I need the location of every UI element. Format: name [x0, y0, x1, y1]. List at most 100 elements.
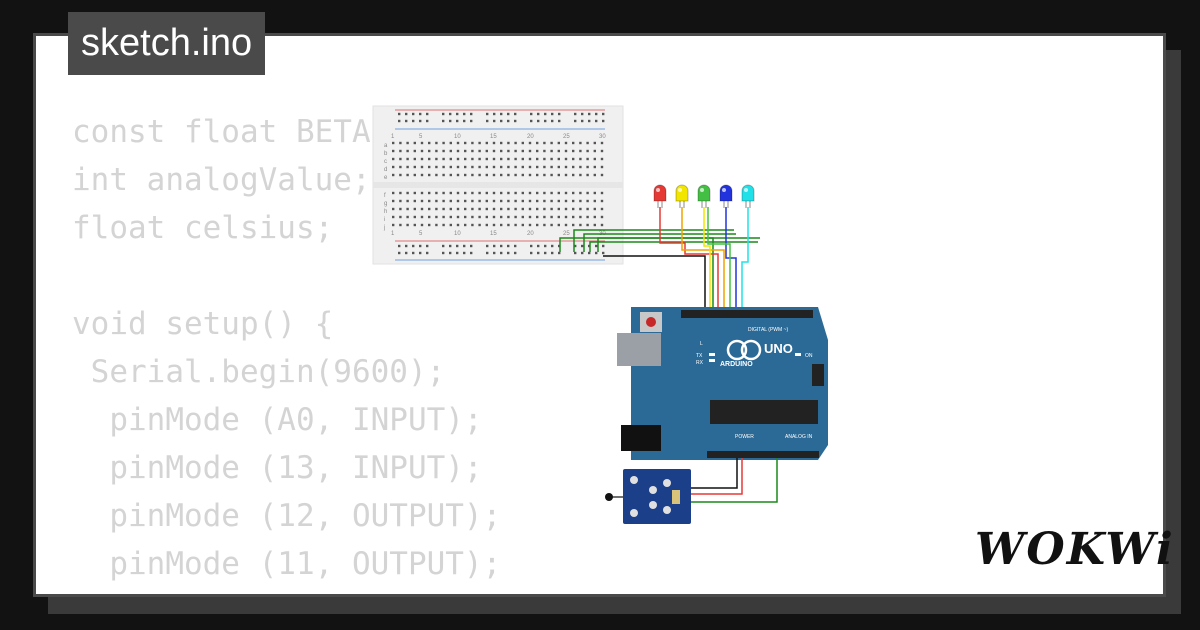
column-number: 10 — [454, 231, 461, 237]
power-rail-hole — [602, 119, 605, 123]
breadboard-hole — [420, 199, 424, 203]
row-letter: d — [384, 167, 387, 173]
breadboard-hole — [586, 165, 589, 169]
breadboard-hole — [420, 141, 424, 145]
breadboard-hole — [550, 215, 553, 219]
breadboard-hole — [579, 199, 582, 203]
breadboard-hole — [406, 215, 409, 219]
led-blue-icon[interactable] — [719, 184, 733, 208]
breadboard-hole — [536, 215, 539, 219]
breadboard-hole — [593, 157, 596, 161]
power-rail-hole — [602, 112, 605, 116]
breadboard-hole — [564, 173, 568, 177]
breadboard-hole — [420, 173, 424, 177]
ntc-sensor-module[interactable] — [605, 469, 691, 524]
breadboard-hole — [593, 141, 596, 145]
breadboard-hole — [550, 173, 553, 177]
breadboard-hole — [600, 141, 604, 145]
breadboard-hole — [449, 215, 452, 219]
breadboard-hole — [528, 157, 532, 161]
power-rail-hole — [595, 244, 598, 248]
breadboard-hole — [406, 199, 409, 203]
power-rail-hole — [581, 112, 584, 116]
row-letter: h — [384, 209, 387, 215]
breadboard-hole — [593, 191, 596, 195]
breadboard-hole — [456, 149, 460, 153]
column-number: 20 — [527, 134, 534, 140]
breadboard-hole — [442, 157, 445, 161]
led-green-icon[interactable] — [697, 184, 711, 208]
breadboard-hole — [406, 149, 409, 153]
code-line: const float BETA — [72, 114, 371, 150]
power-rail-hole — [456, 251, 459, 255]
breadboard-hole — [485, 165, 488, 169]
breadboard-hole — [536, 141, 539, 145]
power-rail-hole — [537, 251, 540, 255]
breadboard-hole — [428, 157, 431, 161]
breadboard-hole — [456, 207, 460, 211]
power-rail-hole — [530, 119, 533, 123]
breadboard-hole — [442, 149, 445, 153]
breadboard-hole — [492, 149, 496, 153]
breadboard-hole — [564, 223, 568, 227]
column-number: 15 — [490, 231, 497, 237]
power-label: POWER — [735, 434, 754, 440]
power-rail-hole — [419, 251, 422, 255]
breadboard-hole — [435, 141, 438, 145]
code-line: float celsius; — [72, 210, 334, 246]
breadboard-hole — [413, 199, 416, 203]
power-rail-hole — [470, 244, 473, 248]
breadboard-hole — [406, 223, 409, 227]
power-rail-hole — [574, 244, 577, 248]
arduino-uno[interactable]: UNO ARDUINO DIGITAL (PWM ~) ANALOG IN PO… — [617, 307, 828, 460]
breadboard-hole — [514, 191, 517, 195]
power-rail-hole — [537, 112, 540, 116]
power-rail-hole — [398, 244, 401, 248]
breadboard-hole — [464, 157, 467, 161]
breadboard-hole — [413, 173, 416, 177]
led-group — [653, 184, 755, 208]
breadboard-hole — [514, 165, 517, 169]
breadboard-hole — [420, 149, 424, 153]
breadboard-hole — [456, 173, 460, 177]
power-rail-hole — [442, 112, 445, 116]
led-yellow-icon[interactable] — [675, 184, 689, 208]
breadboard-hole — [392, 149, 395, 153]
breadboard-hole — [572, 141, 575, 145]
rx-label: RX — [696, 360, 704, 366]
breadboard-hole — [478, 165, 481, 169]
breadboard-hole — [420, 191, 424, 195]
breadboard-hole — [428, 141, 431, 145]
breadboard-hole — [449, 199, 452, 203]
led-cyan-icon[interactable] — [741, 184, 755, 208]
breadboard-hole — [557, 207, 560, 211]
breadboard-hole — [428, 191, 431, 195]
power-rail-hole — [463, 112, 466, 116]
breadboard-hole — [478, 223, 481, 227]
power-rail-hole — [426, 119, 429, 123]
breadboard-hole — [471, 157, 474, 161]
power-rail-hole — [558, 251, 561, 255]
power-rail-hole — [412, 119, 415, 123]
breadboard-hole — [521, 207, 524, 211]
power-rail-hole — [405, 251, 408, 255]
led-red-icon[interactable] — [653, 184, 667, 208]
row-letter: e — [384, 175, 388, 181]
code-line: pinMode (11, OUTPUT); — [72, 546, 502, 582]
breadboard-hole — [420, 157, 424, 161]
breadboard-hole — [521, 141, 524, 145]
breadboard-hole — [564, 199, 568, 203]
breadboard-hole — [485, 157, 488, 161]
power-rail-hole — [507, 119, 510, 123]
breadboard-hole — [399, 207, 402, 211]
breadboard-hole — [600, 207, 604, 211]
column-number: 15 — [490, 134, 497, 140]
power-rail-hole — [486, 119, 489, 123]
breadboard-hole — [392, 223, 395, 227]
breadboard-hole — [449, 157, 452, 161]
code-line: int analogValue; — [72, 162, 371, 198]
power-rail-hole — [449, 119, 452, 123]
breadboard-hole — [521, 165, 524, 169]
breadboard-hole — [399, 173, 402, 177]
breadboard-hole — [543, 215, 546, 219]
